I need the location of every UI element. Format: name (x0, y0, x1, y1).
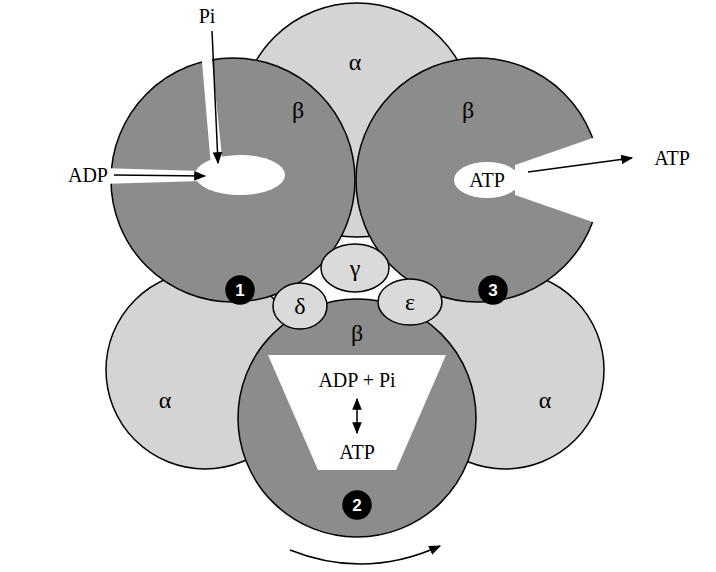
node-label: ε (405, 290, 415, 314)
callout-label: 1 (235, 282, 244, 299)
node-label: β (462, 98, 474, 122)
callout-number: 3 (478, 275, 508, 305)
beta-subunit: β1 (110, 57, 356, 303)
molecule-label: ATP (654, 148, 690, 168)
node-label: β (351, 321, 363, 345)
node-label: α (159, 388, 172, 412)
node-label: ADP + Pi (318, 370, 395, 390)
binding-site: ADP + Pi ATP (268, 355, 446, 470)
callout-label: 3 (488, 282, 497, 299)
callout-number: 1 (225, 275, 255, 305)
molecule-label: ADP (68, 165, 108, 185)
node-label: γ (350, 256, 361, 280)
beta-subunit: βADP + Pi ATP 2 (237, 298, 477, 538)
node-label: δ (294, 294, 305, 318)
binding-site: ATP (453, 161, 521, 199)
delta-subunit: δ (272, 282, 328, 330)
node-label: α (539, 388, 552, 412)
node-label: α (349, 50, 362, 74)
node-label: ATP (339, 442, 375, 462)
beta-subunit-outline (110, 57, 356, 303)
epsilon-subunit: ε (377, 278, 443, 326)
callout-label: 2 (352, 497, 361, 514)
node-label: ATP (469, 170, 505, 190)
gamma-subunit: γ (320, 243, 390, 293)
molecule-label: Pi (199, 6, 216, 26)
beta-subunit: βATP 3 (355, 57, 601, 303)
node-label: β (292, 98, 304, 122)
callout-number: 2 (342, 490, 372, 520)
